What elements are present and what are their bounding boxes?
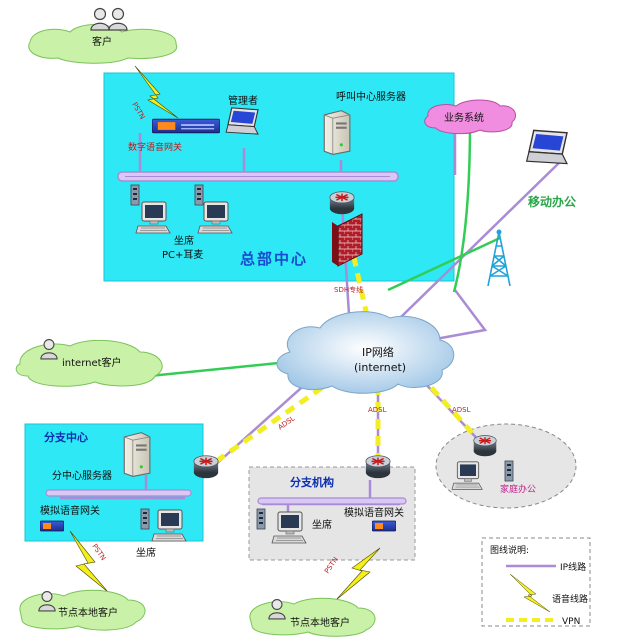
legend-title: 图线说明: [490,544,529,556]
ip-network-cloud [276,311,455,394]
router-icon [365,454,391,479]
router-icon [473,434,497,457]
vpn-lines [213,239,486,465]
branch-server-label: 分中心服务器 [52,469,112,482]
node-local-customer-left [19,589,146,631]
server-icon [323,110,351,155]
adsl-label-right: ADSL [452,406,471,414]
home-office-label: 家庭办公 [500,483,536,495]
voice-gateway-icon [372,520,396,532]
branch-office-lan-bus [257,497,407,505]
agent-seat-label-hq: 坐席 [174,234,194,247]
node-local-customer-label-right: 节点本地客户 [290,616,350,629]
router-icon [329,190,355,215]
laptop-icon [225,107,259,135]
hub-icon [140,508,150,530]
server-icon [123,432,151,477]
branch-center-lan-bus [45,489,192,497]
lightning-icon [335,547,381,601]
internet-paren-label: (internet) [354,361,406,374]
headquarters-label: 总部中心 [240,250,308,268]
ip-network-label: IP网络 [362,345,394,359]
hub-icon [194,184,204,206]
branch-office-label: 分支机构 [290,475,334,489]
legend-vpn-label: VPN [562,617,580,627]
lightning-icon [134,65,179,119]
digital-voice-gateway-label: 数字语音网关 [128,141,182,153]
agent-seat-label-branch: 坐席 [136,546,156,559]
branch-center-label: 分支中心 [44,430,88,444]
pc-headset-label: PC+耳麦 [162,249,203,261]
router-icon [193,454,219,479]
hub-icon [504,460,514,482]
adsl-label-middle: ADSL [368,406,387,414]
legend-voice-swatch [509,573,551,613]
users-icon [90,7,110,31]
legend-ip-label: IP线路 [560,561,586,573]
internet-customer-label: internet客户 [62,356,122,369]
mobile-office-label: 移动办公 [528,194,576,209]
hub-icon [130,184,140,206]
business-system-label: 业务系统 [444,111,484,124]
sdh-line-label: SDH专线 [334,285,363,294]
hub-icon [256,508,266,530]
laptop-icon [525,129,568,165]
agent-seat-label-office: 坐席 [312,518,332,531]
legend [481,537,591,627]
branch-office-zone [248,466,416,561]
analog-voice-gateway-label-right: 模拟语音网关 [344,506,404,519]
users-icon [108,7,128,31]
analog-voice-gateway-label-left: 模拟语音网关 [40,504,100,517]
customer-label: 客户 [92,35,112,48]
legend-voice-label: 语音线路 [552,593,588,605]
call-center-server-label: 呼叫中心服务器 [336,90,406,103]
voice-gateway-icon [40,520,64,532]
voice-gateway-icon [152,118,220,134]
business-system-node [424,99,516,135]
internet-customer-node [15,338,163,387]
node-local-customer-right [249,597,376,637]
node-local-customer-label-left: 节点本地客户 [58,606,118,619]
customer-node [28,7,178,64]
admin-label: 管理者 [228,94,258,107]
